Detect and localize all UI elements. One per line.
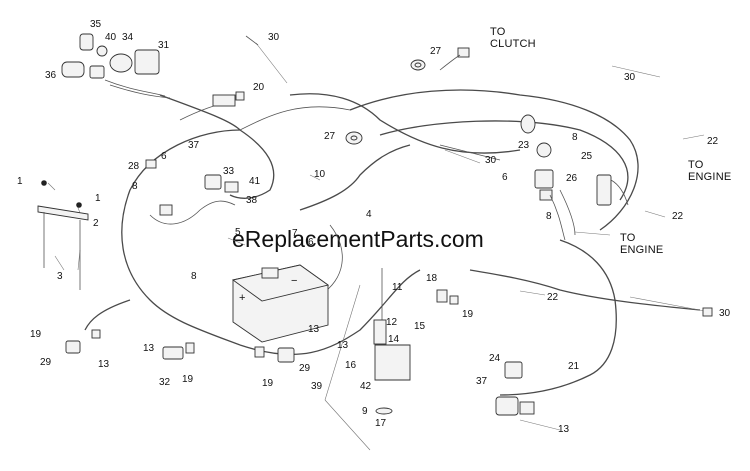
connector-29-left xyxy=(65,329,101,354)
callout-28: 28 xyxy=(128,161,140,172)
callout-30-top: 30 xyxy=(268,32,280,43)
watermark-text: eReplacementParts.com xyxy=(232,226,484,252)
callout-33: 33 xyxy=(223,166,235,177)
cable-tie-right xyxy=(702,307,713,317)
grommet-top xyxy=(410,59,426,71)
callout-15: 15 xyxy=(414,321,426,332)
battery: + − xyxy=(231,264,330,343)
grommet-mid xyxy=(345,131,363,145)
callout-19-connector: 19 xyxy=(182,374,194,385)
callout-18: 18 xyxy=(426,273,438,284)
callout-8-left: 8 xyxy=(132,181,138,192)
callout-10: 10 xyxy=(314,169,326,180)
callout-36: 36 xyxy=(45,70,57,81)
mount-bracket xyxy=(373,319,411,415)
callout-39: 39 xyxy=(311,381,323,392)
callout-6-left: 6 xyxy=(161,151,167,162)
to-clutch-label-line1: TO xyxy=(490,26,506,38)
connector-32 xyxy=(162,342,195,360)
callout-1-left: 1 xyxy=(17,176,23,187)
callout-21: 21 xyxy=(568,361,580,372)
callout-4: 4 xyxy=(366,209,372,220)
callout-24: 24 xyxy=(489,353,501,364)
callout-32: 32 xyxy=(159,377,171,388)
to-engine-mid-label-line1: TO xyxy=(620,232,636,244)
to-engine-mid-label-line2: ENGINE xyxy=(620,244,663,256)
callout-27-top: 27 xyxy=(430,46,442,57)
callout-7: 7 xyxy=(292,228,298,239)
callout-13-center: 13 xyxy=(337,340,349,351)
relay-24 xyxy=(495,361,535,416)
battery-minus-sign: − xyxy=(291,275,298,287)
clutch-connector xyxy=(439,47,470,71)
connector-20 xyxy=(212,91,245,107)
key-switch xyxy=(61,33,108,79)
callout-8-battery: 8 xyxy=(191,271,197,282)
callout-19-upper: 19 xyxy=(462,309,474,320)
callout-27-mid: 27 xyxy=(324,131,336,142)
solenoid-assembly xyxy=(520,114,576,241)
callout-17: 17 xyxy=(375,418,387,429)
callout-29-left: 29 xyxy=(40,357,52,368)
callout-34: 34 xyxy=(122,32,134,43)
callout-41: 41 xyxy=(249,176,261,187)
to-engine-right-label-line2: ENGINE xyxy=(688,171,731,183)
callout-3: 3 xyxy=(57,271,63,282)
callout-22-right: 22 xyxy=(707,136,719,147)
battery-plus-sign: + xyxy=(239,292,246,304)
to-clutch-label-line2: CLUTCH xyxy=(490,38,536,50)
callout-8-upper-right: 8 xyxy=(572,132,578,143)
callout-9: 9 xyxy=(362,406,368,417)
callout-22-mid: 22 xyxy=(672,211,684,222)
callout-22-lower: 22 xyxy=(547,292,559,303)
callout-5: 5 xyxy=(235,227,241,238)
callout-1-right: 1 xyxy=(95,193,101,204)
callout-42: 42 xyxy=(360,381,372,392)
cable-tie-top xyxy=(245,35,259,46)
callout-12: 12 xyxy=(386,317,398,328)
callout-19-right: 19 xyxy=(262,378,274,389)
callout-37-lower: 37 xyxy=(476,376,488,387)
terminal-block xyxy=(596,174,629,206)
callout-40: 40 xyxy=(105,32,117,43)
callout-16: 16 xyxy=(345,360,357,371)
battery-bracket xyxy=(37,180,89,290)
callout-13-left: 13 xyxy=(98,359,110,370)
ignition-module xyxy=(104,49,171,99)
callout-38: 38 xyxy=(246,195,258,206)
callout-30-right: 30 xyxy=(624,72,636,83)
callout-26: 26 xyxy=(566,173,578,184)
leader-lines xyxy=(47,42,711,451)
callout-35: 35 xyxy=(90,19,102,30)
callout-14: 14 xyxy=(388,334,400,345)
callout-2: 2 xyxy=(93,218,99,229)
callout-29-right: 29 xyxy=(299,363,311,374)
to-engine-right-label-line1: TO xyxy=(688,159,704,171)
connector-18 xyxy=(436,289,459,305)
clip-28 xyxy=(145,159,157,169)
callout-19-left: 19 xyxy=(30,329,42,340)
callout-37-top: 37 xyxy=(188,140,200,151)
callout-numbers: 35 40 34 31 36 30 20 27 30 22 37 6 28 8 … xyxy=(17,19,731,435)
callout-20: 20 xyxy=(253,82,265,93)
callout-23: 23 xyxy=(518,140,530,151)
connector-29-right xyxy=(254,346,295,363)
callout-13-right: 13 xyxy=(308,324,320,335)
callout-31: 31 xyxy=(158,40,170,51)
callout-30-lower: 30 xyxy=(719,308,731,319)
callout-6-mid: 6 xyxy=(308,237,314,248)
callout-11: 11 xyxy=(392,282,403,293)
callout-13-lower: 13 xyxy=(558,424,570,435)
relay-module xyxy=(149,174,239,225)
callout-13-connector: 13 xyxy=(143,343,155,354)
callout-25: 25 xyxy=(581,151,593,162)
callout-6-right: 6 xyxy=(502,172,508,183)
callout-8-lower-right: 8 xyxy=(546,211,552,222)
callout-30-mid: 30 xyxy=(485,155,497,166)
